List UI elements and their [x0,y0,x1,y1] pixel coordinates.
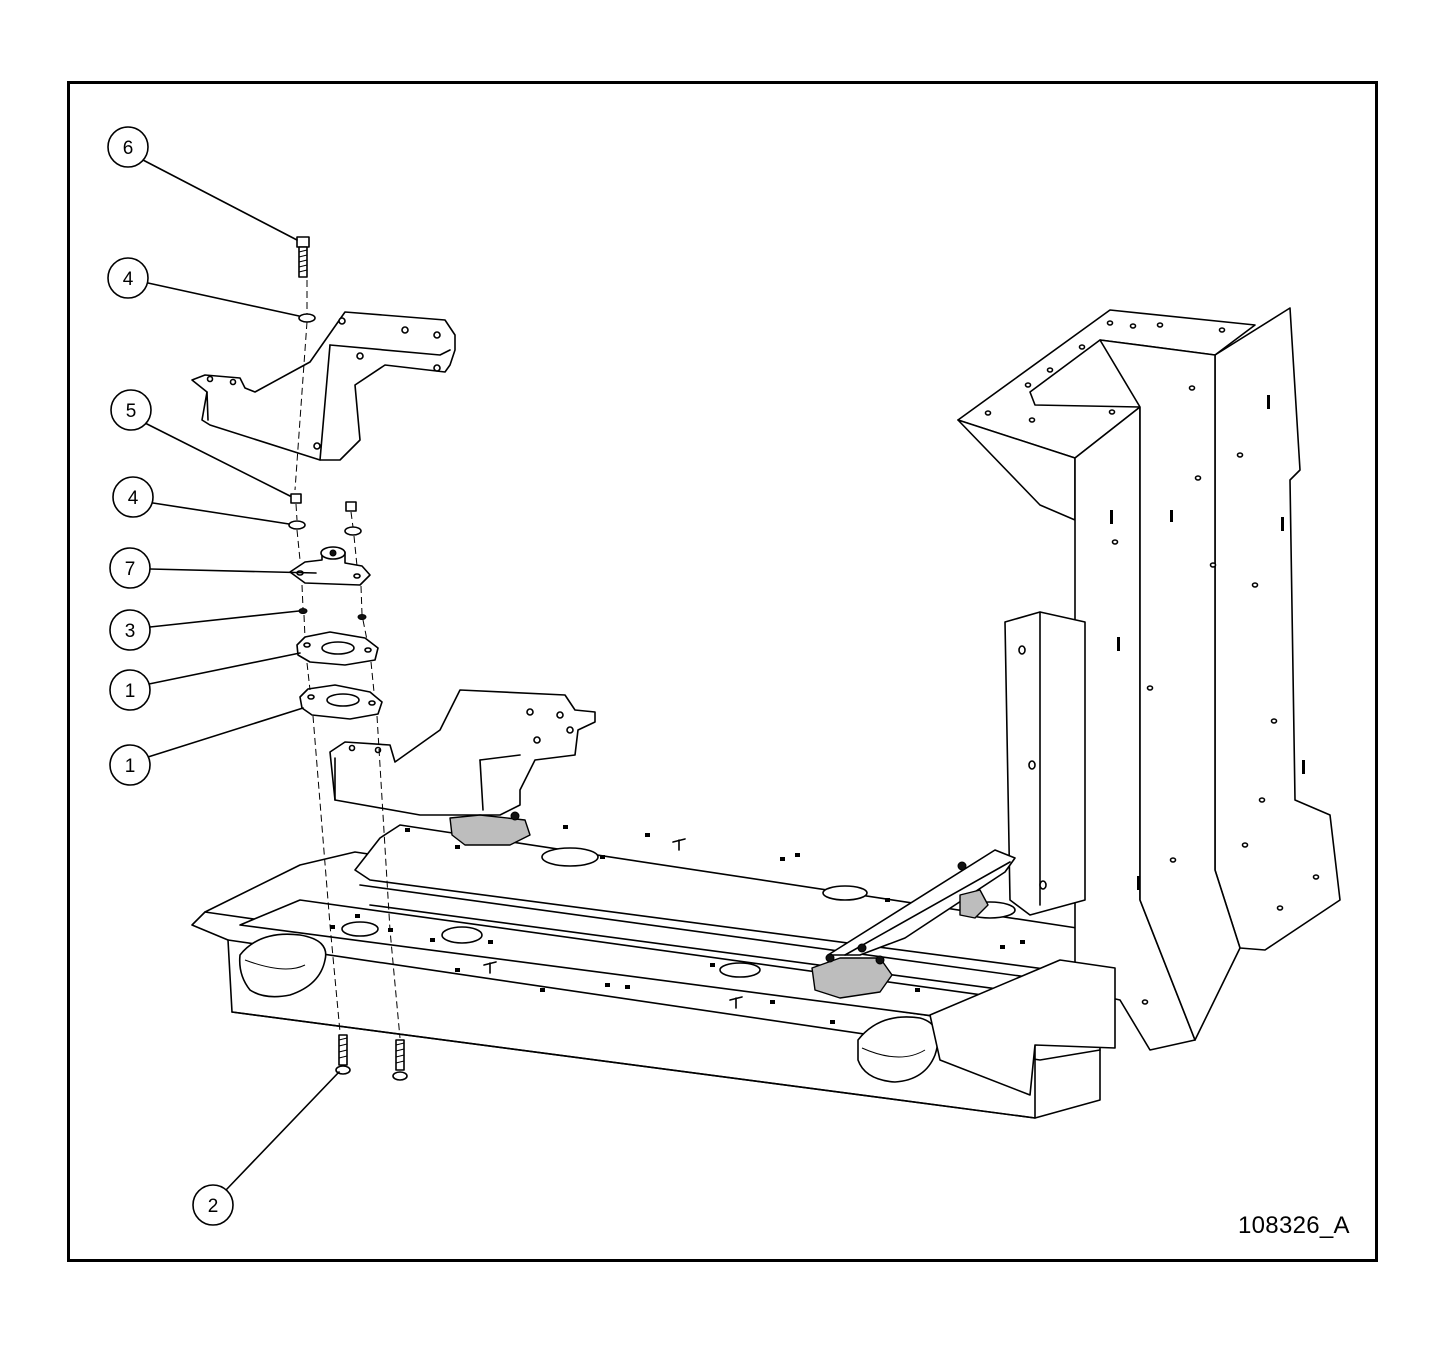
bolt-item-6 [296,236,310,278]
callout-label: 5 [126,401,137,422]
washer-item-4-upper [298,313,316,323]
right-tower-frame [929,307,1341,1096]
callout-label: 1 [125,681,136,702]
callout-1-upper: 1 [109,652,301,711]
callout-label: 4 [128,488,139,509]
isolator-item-1-lower [299,684,383,720]
diagonal-strap [811,849,1016,999]
callout-label: 4 [123,269,134,290]
document-number: 108326_A [1238,1212,1350,1239]
mount-plate-item-7 [289,546,371,586]
drawing-frame [67,81,1378,1262]
callout-label: 6 [123,138,134,159]
callout-label: 2 [208,1196,219,1217]
callout-5: 5 [110,389,291,497]
base-frame [191,824,1101,1119]
callout-label: 1 [125,756,136,777]
callout-4-lower: 4 [112,476,290,525]
callout-label: 7 [125,559,136,580]
lower-mount-bracket [329,689,596,846]
callout-7: 7 [109,547,317,589]
isolator-item-1-upper [296,631,379,666]
callout-2: 2 [192,1071,340,1226]
callout-label: 3 [125,621,136,642]
hardware-stack [288,236,408,1081]
callout-6-top: 6 [107,126,298,241]
callout-4-upper: 4 [107,257,300,317]
callout-1-lower: 1 [109,707,304,786]
nut-item-5 [290,493,302,504]
bolt-item-2 [335,1034,408,1081]
callout-3: 3 [109,609,300,651]
upper-mount-bracket [191,311,456,461]
